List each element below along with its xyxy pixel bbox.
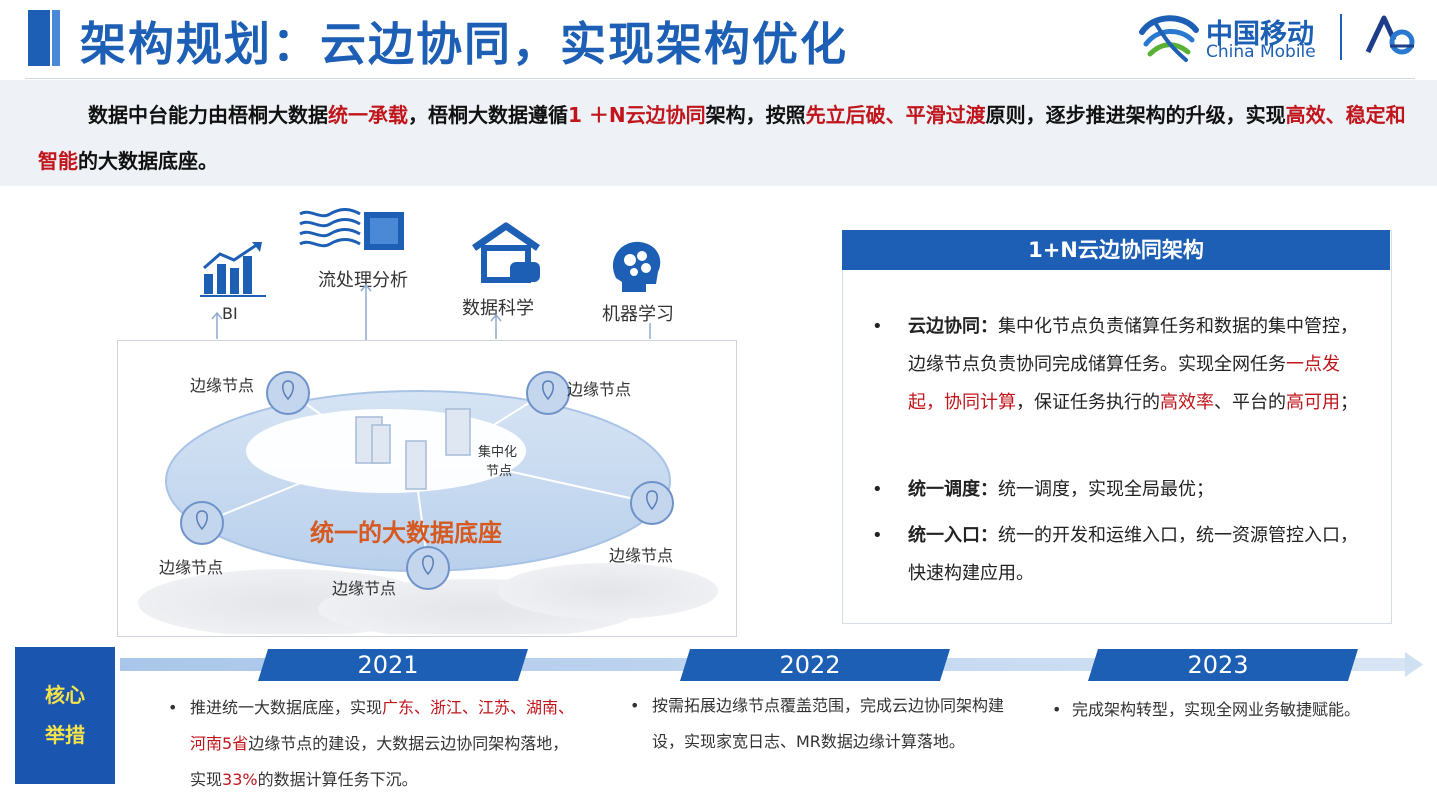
panel-item-cloud-edge: • 云边协同：集中化节点负责储算任务和数据的集中管控，边缘节点负责协同完成储算任… [872,308,1362,422]
app-label-data-science: 数据科学 [462,298,534,319]
bullet: • [872,525,883,546]
bullet: • [168,698,178,717]
connector-arrows [211,283,651,341]
bullet: • [872,316,883,337]
panel-item-scheduling: • 统一调度：统一调度，实现全局最优； [872,471,1362,509]
title-accent-bar [28,10,50,66]
timeline-2023-text: 完成架构转型，实现全网业务敏捷赋能。 [1072,700,1361,719]
china-mobile-logo-icon [1139,15,1199,62]
architecture-panel [842,230,1392,624]
edge-node-label-top-right: 边缘节点 [567,380,632,399]
logo-chinese-text: 中国移动 [1206,19,1314,50]
year-2021: 2021 [357,651,419,679]
timeline-2022-text: 按需拓展边缘节点覆盖范围，完成云边协同架构建设，实现家宽日志、MR数据边缘计算落… [652,696,1005,751]
stream-processing-icon [299,208,404,250]
architecture-panel-title: 1+N云边协同架构 [842,230,1390,270]
header-divider [25,78,1415,79]
logo-divider [1340,14,1342,60]
item-title: 统一调度： [908,479,998,500]
year-2022: 2022 [779,651,841,679]
panel-item-entry: • 统一入口：统一的开发和运维入口，统一资源管控入口，快速构建应用。 [872,517,1362,593]
central-node-label-line1: 集中化 [478,445,518,460]
bullet: • [630,696,640,715]
cloud-edge-ring-diagram [138,371,718,634]
app-label-stream: 流处理分析 [318,270,408,291]
item-title: 统一入口： [908,525,998,546]
edge-node-label-bottom: 边缘节点 [332,579,397,598]
aaas-logo-icon [1365,15,1415,55]
item-title: 云边协同： [908,316,998,337]
edge-node-label-top-left: 边缘节点 [190,376,255,395]
year-2023: 2023 [1187,651,1249,679]
intro-paragraph: 数据中台能力由梧桐大数据统一承载，梧桐大数据遵循1 ＋N云边协同架构，按照先立后… [38,103,1406,173]
edge-node-label-bottom-left: 边缘节点 [159,558,224,577]
page-title: 架构规划：云边协同，实现架构优化 [80,17,848,71]
bullet: • [872,479,883,500]
data-science-house-icon [472,222,540,283]
timeline-arrow [120,649,1423,681]
intro-banner [0,80,1437,186]
app-label-bi: BI [222,304,238,323]
edge-node-label-bottom-right: 边缘节点 [609,546,674,565]
bi-chart-icon [200,242,266,297]
core-measures-label: 核心 举措 [15,647,115,784]
unified-data-base-label: 统一的大数据底座 [310,519,502,547]
app-label-ml: 机器学习 [602,304,674,325]
machine-learning-head-icon [612,241,661,292]
logo-english-text: China Mobile [1206,42,1316,62]
bullet: • [1052,700,1062,719]
title-accent-bar-light [52,10,60,66]
timeline-2021-text: 推进统一大数据底座，实现广东、浙江、江苏、湖南、河南5省边缘节点的建设，大数据云… [190,698,575,789]
central-node-label-line2: 节点 [486,464,513,479]
